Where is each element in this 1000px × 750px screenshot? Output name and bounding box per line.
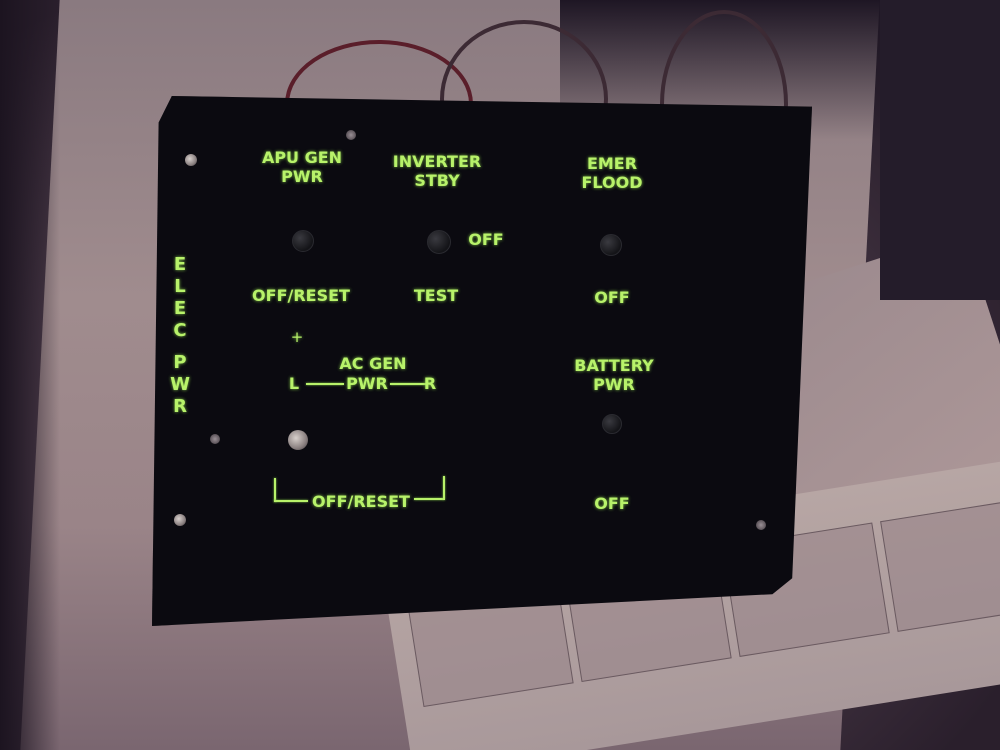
battery-pwr-switch[interactable] bbox=[602, 414, 622, 434]
floor-tile bbox=[880, 497, 1000, 632]
ac-gen-left-label: L bbox=[288, 374, 300, 393]
emer-flood-title-line2: FLOOD bbox=[581, 173, 643, 192]
emer-flood-off-label: OFF bbox=[594, 288, 630, 307]
side-label-letter: E bbox=[173, 298, 187, 319]
apu-gen-off-reset-label: OFF/RESET bbox=[252, 286, 350, 305]
battery-title-line2: PWR bbox=[593, 375, 635, 394]
apu-gen-title-line1: APU GEN bbox=[261, 148, 343, 167]
inverter-title: INVERTER STBY bbox=[387, 152, 487, 190]
left-shadow bbox=[0, 0, 60, 750]
ac-gen-bracket-bottom bbox=[274, 500, 308, 502]
crosshair-mark: + bbox=[290, 328, 304, 346]
side-label-letter: L bbox=[174, 276, 186, 297]
inverter-title-line1: INVERTER bbox=[392, 152, 482, 171]
inverter-test-label: TEST bbox=[413, 286, 459, 305]
emer-flood-title: EMER FLOOD bbox=[562, 154, 662, 192]
inverter-off-label: OFF bbox=[468, 230, 504, 249]
elec-pwr-panel: E L E C P W R APU GEN PWR OFF/RESET INVE… bbox=[152, 96, 812, 626]
apu-gen-title: APU GEN PWR bbox=[252, 148, 352, 186]
emer-flood-title-line1: EMER bbox=[586, 154, 638, 173]
mounting-hole bbox=[185, 154, 197, 166]
emer-flood-switch[interactable] bbox=[600, 234, 622, 256]
ac-gen-bracket-bottom bbox=[414, 498, 444, 500]
inverter-title-line2: STBY bbox=[414, 171, 460, 190]
side-label-letter: E bbox=[173, 254, 187, 275]
ac-gen-connector-line bbox=[390, 383, 426, 385]
panel-side-label: E L E C P W R bbox=[170, 254, 190, 418]
side-label-letter: R bbox=[173, 396, 187, 417]
ac-gen-connector-line bbox=[306, 383, 344, 385]
ac-gen-bracket-left bbox=[274, 478, 276, 502]
side-label-letter: P bbox=[173, 352, 187, 373]
side-label-letter: W bbox=[170, 374, 190, 395]
ac-gen-bracket-right bbox=[443, 476, 445, 500]
apu-gen-pwr-switch[interactable] bbox=[292, 230, 314, 252]
apu-gen-title-line2: PWR bbox=[281, 167, 323, 186]
side-label-spacer bbox=[170, 342, 190, 352]
panel-screw bbox=[756, 520, 766, 530]
ac-gen-title: AC GEN bbox=[339, 354, 407, 373]
battery-off-label: OFF bbox=[594, 494, 630, 513]
panel-screw bbox=[346, 130, 356, 140]
inverter-stby-switch[interactable] bbox=[427, 230, 451, 254]
battery-title-line1: BATTERY bbox=[574, 356, 654, 375]
side-label-letter: C bbox=[173, 320, 187, 341]
mounting-hole bbox=[174, 514, 186, 526]
ac-gen-off-reset-label: OFF/RESET bbox=[312, 492, 410, 511]
panel-screw bbox=[210, 434, 220, 444]
ac-gen-right-label: R bbox=[423, 374, 437, 393]
battery-title: BATTERY PWR bbox=[564, 356, 664, 394]
ac-gen-pwr-label: PWR bbox=[346, 374, 388, 393]
ac-gen-pwr-switch[interactable] bbox=[288, 430, 308, 450]
right-shadow bbox=[880, 0, 1000, 300]
